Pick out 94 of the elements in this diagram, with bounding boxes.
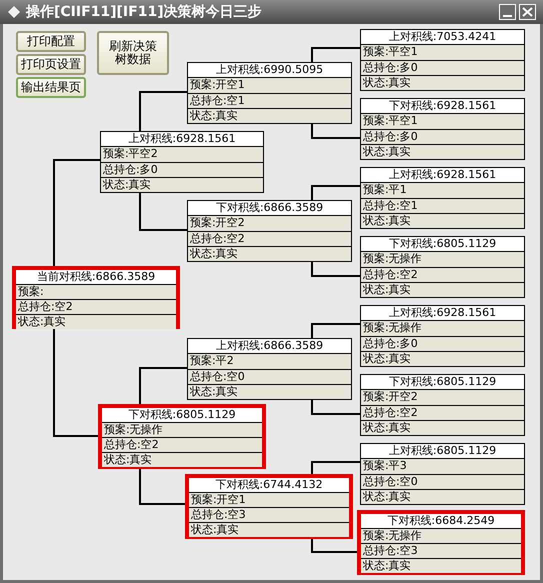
- node-header: 下对积线:6866.3589: [188, 201, 351, 216]
- position-row: 总持仓:多0: [361, 60, 524, 75]
- position-row: 总持仓:空0: [188, 370, 351, 384]
- plan-row: 预案:开空1: [188, 78, 351, 92]
- tree-node-box: [187, 200, 352, 262]
- status-row: 状态:真实: [361, 144, 524, 159]
- status-row: 状态:真实: [361, 282, 524, 297]
- plan-row: 预案:平空1: [361, 45, 524, 60]
- tree-node-box: [360, 443, 525, 505]
- status-row: 状态:真实: [101, 178, 263, 192]
- tree-node-box: [357, 510, 525, 575]
- tree-node-box: [360, 305, 525, 367]
- node-header: 下对积线:6744.4132: [189, 478, 349, 492]
- plan-row: 预案:: [16, 285, 176, 299]
- plan-row: 预案:无操作: [361, 321, 524, 336]
- position-row: 总持仓:多0: [101, 162, 263, 177]
- node-header: 上对积线:6805.1129: [361, 444, 524, 458]
- tree-node-box: [360, 236, 525, 298]
- status-row: 状态:真实: [16, 315, 176, 329]
- tree-node-box: [100, 131, 264, 193]
- plan-row: 预案:无操作: [102, 423, 262, 437]
- position-row: 总持仓:空2: [361, 406, 524, 420]
- tree-node-box: [360, 29, 525, 91]
- tree-node-box: [12, 266, 180, 329]
- tree-node-box: [187, 338, 352, 400]
- node-header: 下对积线:6684.2549: [361, 514, 521, 528]
- plan-row: 预案:平3: [361, 459, 524, 474]
- tree-node-box: [187, 62, 352, 124]
- status-row: 状态:真实: [361, 214, 524, 228]
- position-row: 总持仓:空2: [102, 438, 262, 452]
- position-row: 总持仓:多0: [361, 336, 524, 351]
- button: 打印页设置: [16, 54, 86, 75]
- node-header: 上对积线:6928.1561: [361, 168, 524, 182]
- status-row: 状态:真实: [361, 559, 521, 573]
- status-row: 状态:真实: [188, 108, 351, 123]
- position-row: 总持仓:空0: [361, 474, 524, 489]
- connector-line: [139, 367, 187, 404]
- button: 打印配置: [16, 31, 86, 52]
- tree-node-box: [360, 167, 525, 229]
- status-row: 状态:真实: [361, 352, 524, 366]
- status-row: 状态:真实: [188, 384, 351, 399]
- status-row: 状态:真实: [361, 76, 524, 90]
- plan-row: 预案:平1: [361, 183, 524, 198]
- node-header: 上对积线:6866.3589: [188, 339, 351, 354]
- tree-node-box: [185, 474, 353, 539]
- button: 刷新决策树数据: [97, 31, 169, 75]
- plan-row: 预案:平空1: [361, 114, 524, 128]
- connector-line: [311, 262, 360, 277]
- node-header: 上对积线:6928.1561: [101, 132, 263, 146]
- node-header: 下对积线:6805.1129: [361, 237, 524, 252]
- position-row: 总持仓:空2: [361, 268, 524, 282]
- status-row: 状态:真实: [361, 490, 524, 504]
- position-row: 总持仓:空2: [188, 232, 351, 246]
- button: 输出结果页: [16, 77, 86, 98]
- node-header: 下对积线:6928.1561: [361, 99, 524, 114]
- connector-line: [139, 91, 187, 131]
- position-row: 总持仓:空1: [361, 198, 524, 213]
- plan-row: 预案:开空1: [189, 493, 349, 507]
- connector-line: [311, 47, 360, 62]
- node-header: 下对积线:6805.1129: [361, 375, 524, 390]
- position-row: 总持仓:多0: [361, 130, 524, 144]
- position-row: 总持仓:空2: [16, 300, 176, 314]
- node-header: 上对积线:6990.5095: [188, 63, 351, 78]
- connector-line: [53, 329, 98, 437]
- tree-node-box: [360, 98, 525, 160]
- connector-line: [139, 193, 187, 231]
- tree-node-box: [360, 374, 525, 436]
- connector-line: [311, 323, 360, 338]
- node-header: 下对积线:6805.1129: [102, 408, 262, 422]
- connector-line: [311, 539, 357, 553]
- connector-line: [311, 400, 360, 415]
- plan-row: 预案:开空2: [361, 390, 524, 404]
- position-row: 总持仓:空3: [189, 508, 349, 522]
- connector-line: [311, 124, 360, 139]
- connector-line: [311, 461, 360, 474]
- connector-line: [311, 185, 360, 200]
- connector-line: [139, 469, 185, 505]
- plan-row: 预案:无操作: [361, 252, 524, 266]
- position-row: 总持仓:空1: [188, 94, 351, 108]
- status-row: 状态:真实: [189, 523, 349, 537]
- node-header: 上对积线:6928.1561: [361, 306, 524, 320]
- plan-row: 预案:平空2: [101, 147, 263, 162]
- position-row: 总持仓:空3: [361, 544, 521, 558]
- node-header: 当前对积线:6866.3589: [16, 270, 176, 284]
- status-row: 状态:真实: [102, 453, 262, 467]
- plan-row: 预案:无操作: [361, 529, 521, 543]
- node-header: 上对积线:7053.4241: [361, 30, 524, 44]
- tree-node-box: [98, 404, 266, 469]
- connector-line: [53, 159, 100, 266]
- plan-row: 预案:平2: [188, 354, 351, 368]
- plan-row: 预案:开空2: [188, 216, 351, 230]
- status-row: 状态:真实: [188, 246, 351, 261]
- status-row: 状态:真实: [361, 420, 524, 435]
- window-title: 操作[CIIF11][IF11]决策树今日三步: [26, 3, 262, 21]
